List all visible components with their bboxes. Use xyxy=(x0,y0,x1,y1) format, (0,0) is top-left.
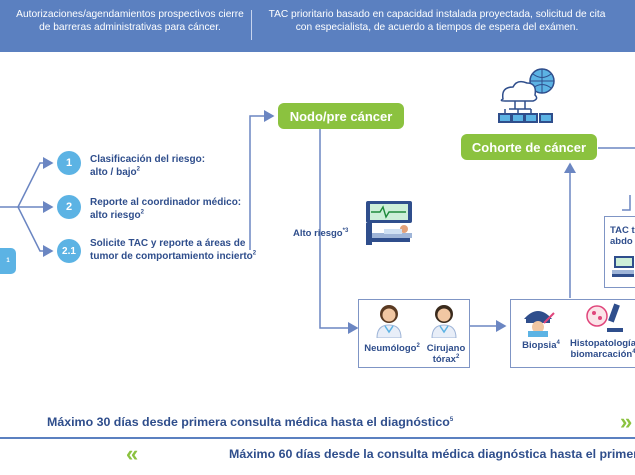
tac-scanner-icon xyxy=(612,256,634,277)
header-divider xyxy=(251,10,252,40)
header-text-barriers: Autorizaciones/agendamientos prospectivo… xyxy=(16,9,244,33)
step-label-2-1: Solicite TAC y reporte a áreas de tumor … xyxy=(90,238,257,262)
arrow-to-step1 xyxy=(17,157,54,208)
timeline-30-days: Máximo 30 días desde primera consulta mé… xyxy=(47,415,454,429)
nodo-pre-cancer-box: Nodo/pre cáncer xyxy=(278,103,404,129)
biopsia-icon xyxy=(524,311,555,337)
step-label-2: Reporte al coordinador médico: alto ries… xyxy=(90,197,242,221)
microscope-icon xyxy=(586,303,623,332)
tac-label-partial: TAC t abdo xyxy=(610,225,635,247)
step-badge-partial: 1 xyxy=(0,248,16,274)
cirujano-label: Cirujano tórax2 xyxy=(426,343,466,365)
step-number-2-1: 2.1 xyxy=(57,239,81,263)
header-bar: Autorizaciones/agendamientos prospectivo… xyxy=(0,0,635,52)
timeline-60-days: Máximo 60 días desde la consulta médica … xyxy=(229,447,635,461)
neumologo-label: Neumólogo2 xyxy=(364,342,420,354)
chevron-left-icon: « xyxy=(126,441,139,466)
alto-riesgo-label: Alto riesgo*3 xyxy=(293,227,349,239)
cloud-network-icon xyxy=(498,68,555,123)
arrow-to-nodo xyxy=(249,110,275,250)
cirujano-icon xyxy=(431,305,457,338)
header-text-tac: TAC prioritario basado en capacidad inst… xyxy=(268,9,606,33)
biopsia-label: Biopsia4 xyxy=(522,339,560,351)
cohorte-cancer-box: Cohorte de cáncer xyxy=(461,134,597,160)
neumologo-icon xyxy=(376,305,402,338)
arrow-to-specialists xyxy=(319,128,359,334)
step-label-1: Clasificación del riesgo: alto / bajo2 xyxy=(90,154,206,178)
tac-connector xyxy=(622,195,631,211)
arrow-to-step2-1 xyxy=(17,206,54,257)
step-number-2: 2 xyxy=(57,195,81,219)
ct-scanner-icon xyxy=(366,201,412,245)
timeline-divider xyxy=(0,437,635,439)
chevron-right-icon: » xyxy=(620,409,633,434)
histopatologia-label: Histopatología biomarcación4 xyxy=(570,338,635,360)
step-number-1: 1 xyxy=(57,151,81,175)
